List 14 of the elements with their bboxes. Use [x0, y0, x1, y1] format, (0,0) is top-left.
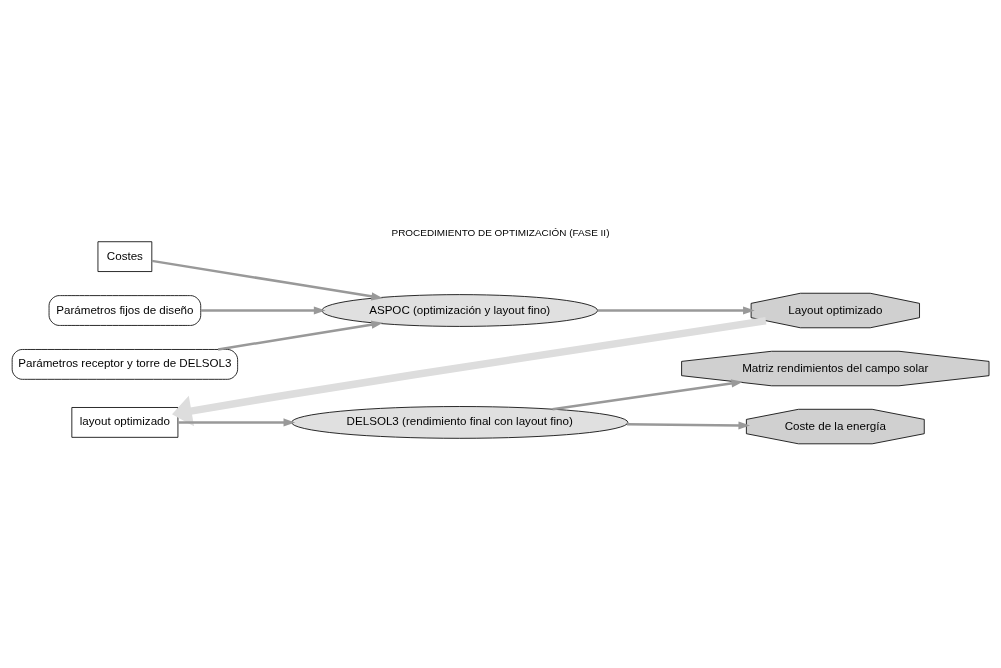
arrow	[217, 320, 384, 351]
arrow	[178, 418, 296, 427]
node-box: Parámetros receptor y torre de DELSOL3	[11, 349, 239, 380]
arrow	[597, 306, 755, 315]
node-box: layout optimizado	[71, 407, 179, 438]
arrow	[627, 421, 751, 430]
node-box: Parámetros fijos de diseño	[48, 295, 202, 326]
arrow	[172, 317, 767, 427]
arrow	[552, 379, 744, 411]
arrow	[200, 306, 326, 315]
arrow	[151, 259, 383, 301]
diagram-title: PROCEDIMIENTO DE OPTIMIZACIÓN (FASE II)	[391, 226, 610, 238]
node-box: Costes	[97, 241, 153, 272]
node-ellipse: DELSOL3 (rendimiento final con layout fino)	[291, 406, 629, 439]
